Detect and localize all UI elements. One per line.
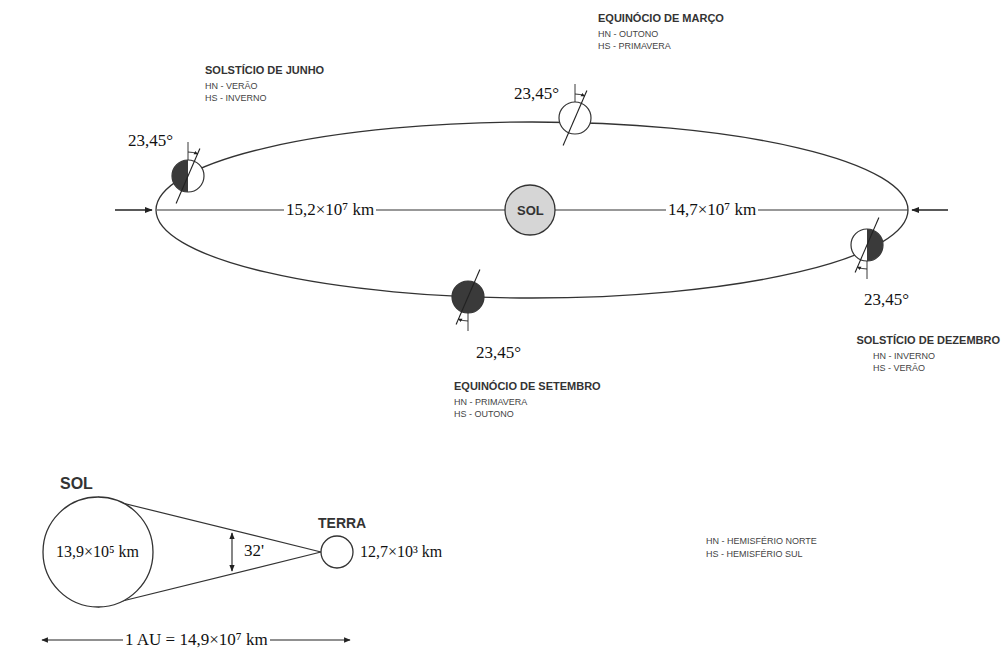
angle-arc — [575, 94, 585, 96]
season-note: HN - OUTONO — [598, 29, 658, 39]
diameter-label: 12,7×10³ km — [359, 543, 443, 561]
sun-circle: SOL — [505, 185, 555, 235]
event-title: EQUINÓCIO DE MARÇO — [598, 12, 724, 24]
circle-outline — [505, 185, 555, 235]
measure-label: 32' — [242, 541, 266, 561]
earth-shadow — [172, 160, 188, 192]
pointer-arrow — [912, 209, 948, 210]
measure-label: 1 AU = 14,9×10⁷ km — [123, 630, 270, 650]
measure-label: 23,45° — [474, 343, 523, 363]
event-title: EQUINÓCIO DE SETEMBRO — [454, 380, 601, 392]
season-note: HN - VERÃO — [205, 81, 258, 91]
earth-scale-circle: TERRA 12,7×10³ km — [315, 515, 490, 575]
season-note: HN - INVERNO — [873, 351, 935, 361]
season-note: HS - HEMISFÉRIO SUL — [706, 549, 803, 559]
angle-arc — [857, 267, 867, 269]
sun-scale-circle: SOL 13,9×10⁵ km — [40, 475, 160, 610]
measure-label: 15,2×10⁷ km — [284, 200, 376, 220]
angle-arc — [188, 152, 198, 154]
angle-arc — [458, 319, 468, 321]
earth-shadow — [867, 229, 883, 261]
event-title: SOLSTÍCIO DE DEZEMBRO — [856, 334, 1000, 346]
angle-arrow — [231, 533, 232, 571]
season-note: HS - INVERNO — [205, 93, 267, 103]
sun-label: SOL — [517, 203, 544, 218]
event-title: SOLSTÍCIO DE JUNHO — [205, 64, 324, 76]
orbit-ellipse — [156, 122, 908, 298]
reference-line — [575, 84, 576, 102]
circle-outline — [43, 497, 153, 607]
season-note: HS - VERÃO — [873, 363, 925, 373]
reference-line — [867, 261, 868, 279]
reference-line — [468, 313, 469, 331]
reference-line — [188, 142, 189, 160]
diameter-label: 13,9×10⁵ km — [55, 543, 140, 561]
body-heading: SOL — [60, 475, 93, 493]
season-note: HS - PRIMAVERA — [598, 41, 671, 51]
measure-label: 23,45° — [862, 290, 911, 310]
measure-label: 14,7×10⁷ km — [666, 200, 758, 220]
measure-label: 23,45° — [126, 131, 175, 151]
circle-outline — [321, 536, 353, 568]
season-note: HN - PRIMAVERA — [454, 397, 527, 407]
body-heading: TERRA — [318, 515, 366, 531]
season-note: HN - HEMISFÉRIO NORTE — [706, 536, 817, 546]
season-note: HS - OUTONO — [454, 409, 514, 419]
pointer-arrow — [115, 209, 152, 210]
measure-label: 23,45° — [512, 84, 561, 104]
